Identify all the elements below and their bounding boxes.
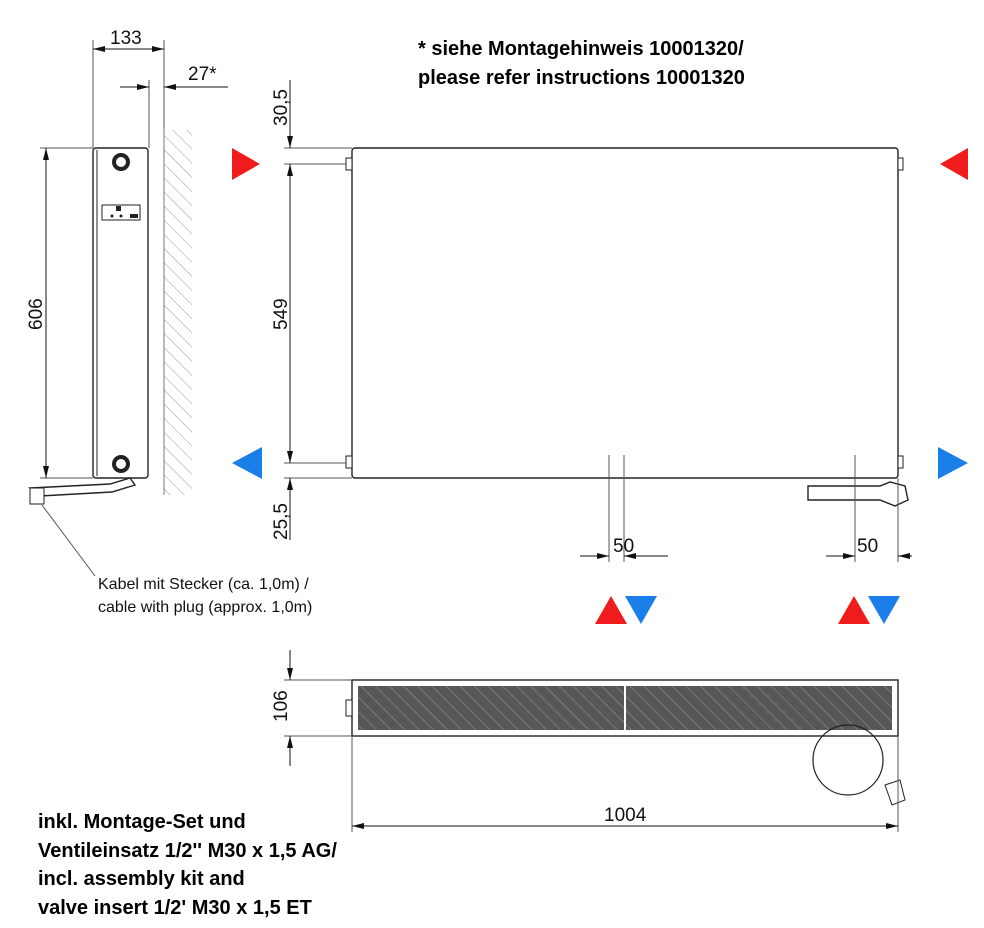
- note-bottom-line2: Ventileinsatz 1/2'' M30 x 1,5 AG/: [38, 840, 337, 862]
- return-down-right-icon: [868, 596, 900, 624]
- cable-plug-side-icon: [28, 477, 137, 497]
- dim-connection-left: 50: [613, 536, 634, 557]
- dim-length: 1004: [604, 805, 647, 826]
- dim-total-height: 606: [26, 298, 47, 330]
- front-view: 30,5 549 25,5 50 50: [271, 80, 912, 562]
- note-bottom-line4: valve insert 1/2' M30 x 1,5 ET: [38, 897, 312, 919]
- radiator-side-body: [92, 147, 149, 479]
- dim-bottom-offset: 25,5: [271, 503, 292, 540]
- dim-connection-spacing: 549: [271, 298, 292, 330]
- cable-coil-icon: [812, 724, 884, 796]
- dim-connection-right: 50: [857, 536, 878, 557]
- flow-up-left-icon: [595, 596, 627, 624]
- flow-left-arrow-icon: [232, 148, 260, 180]
- note-bottom-line1: inkl. Montage-Set und: [38, 811, 246, 833]
- side-view: 133 27* 606: [26, 28, 228, 505]
- cable-label-line1: Kabel mit Stecker (ca. 1,0m) /: [98, 576, 309, 593]
- note-top-line1: * siehe Montagehinweis 10001320/: [418, 38, 744, 60]
- radiator-front-body: [351, 147, 899, 479]
- dim-top-view-depth: 106: [271, 690, 292, 722]
- cable-label-line2: cable with plug (approx. 1,0m): [98, 599, 312, 616]
- wall-hatching: [164, 130, 192, 495]
- note-bottom-line3: incl. assembly kit and: [38, 868, 245, 890]
- top-view: 106 1004: [271, 650, 906, 832]
- plug-top-icon: [884, 779, 906, 806]
- return-left-arrow-icon: [232, 447, 262, 479]
- dim-top-offset: 30,5: [271, 89, 292, 126]
- dim-depth: 133: [110, 28, 142, 49]
- return-right-arrow-icon: [938, 447, 968, 479]
- note-top-line2: please refer instructions 10001320: [418, 67, 745, 89]
- return-down-left-icon: [625, 596, 657, 624]
- dim-wall-distance: 27*: [188, 64, 217, 85]
- flow-right-arrow-icon: [940, 148, 968, 180]
- cable-plug-front-icon: [807, 481, 909, 507]
- flow-up-right-icon: [838, 596, 870, 624]
